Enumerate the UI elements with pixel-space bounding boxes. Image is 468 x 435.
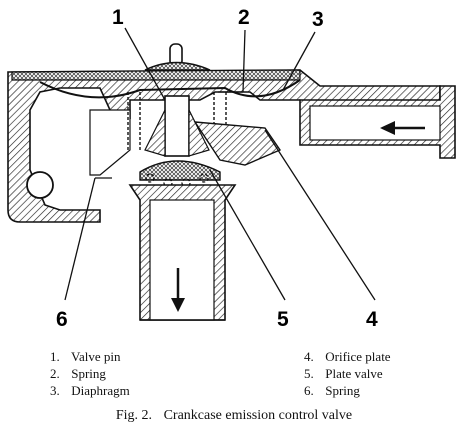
inlet-bore: [309, 105, 441, 141]
legend-number: 1.: [50, 349, 60, 364]
legend-label: Orifice plate: [325, 349, 391, 364]
callout-5: 5: [277, 308, 289, 331]
leader-2: [242, 29, 246, 93]
legend-item: 2. Spring: [50, 365, 130, 382]
legend-column-left: 1. Valve pin 2. Spring 3. Diaphragm: [50, 348, 130, 399]
legend-label: Spring: [71, 366, 106, 381]
diaphragm: [39, 79, 301, 99]
legend-number: 5.: [304, 366, 314, 381]
legend-number: 2.: [50, 366, 60, 381]
callout-2: 2: [238, 6, 250, 29]
outflow-arrow: [171, 268, 185, 312]
callout-1: 1: [112, 6, 124, 29]
callout-3: 3: [312, 8, 324, 31]
legend-label: Spring: [325, 383, 360, 398]
legend-item: 3. Diaphragm: [50, 382, 130, 399]
callout-4: 4: [366, 308, 378, 331]
valve-pin: [164, 95, 190, 157]
legend-number: 3.: [50, 383, 60, 398]
valve-diagram: 1 2 3 4 5 6: [7, 6, 456, 331]
pin-seat: [144, 109, 210, 157]
figure-title: Crankcase emission control valve: [163, 408, 353, 423]
parts-legend: 1. Valve pin 2. Spring 3. Diaphragm 4. O…: [0, 348, 468, 408]
leader-4: [264, 129, 376, 301]
legend-column-right: 4. Orifice plate 5. Plate valve 6. Sprin…: [304, 348, 391, 399]
inflow-arrow: [380, 121, 425, 135]
leader-1: [124, 27, 166, 101]
legend-item: 4. Orifice plate: [304, 348, 391, 365]
legend-item: 6. Spring: [304, 382, 391, 399]
callout-6: 6: [56, 308, 68, 331]
legend-number: 6.: [304, 383, 314, 398]
orifice-plate: [193, 121, 282, 166]
figure-caption: Fig. 2. Crankcase emission control valve: [0, 408, 468, 424]
legend-label: Diaphragm: [71, 383, 130, 398]
legend-number: 4.: [304, 349, 314, 364]
legend-label: Valve pin: [71, 349, 121, 364]
legend-item: 1. Valve pin: [50, 348, 130, 365]
plate-valve: [139, 160, 221, 181]
cap-dome: [144, 61, 211, 71]
mounting-eye: [26, 171, 54, 199]
legend-label: Plate valve: [325, 366, 383, 381]
inner-chamber: [89, 109, 131, 176]
top-cover: [11, 69, 301, 81]
leader-6: [64, 177, 96, 301]
legend-item: 5. Plate valve: [304, 365, 391, 382]
leader-5: [209, 169, 286, 301]
leader-3: [282, 31, 316, 91]
figure-number: Fig. 2.: [115, 408, 153, 423]
